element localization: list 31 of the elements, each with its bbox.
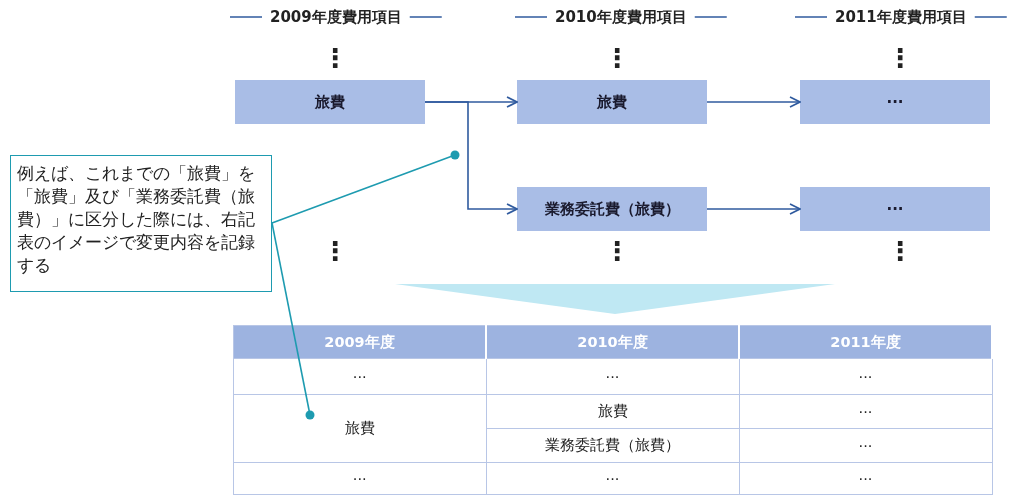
callout-box: 例えば、これまでの「旅費」を「旅費」及び「業務委託費（旅費）」に区分した際には、右記表のイメージで変更内容を記録する [10, 155, 272, 292]
arrow [706, 96, 801, 108]
table-cell: ··· [486, 358, 739, 395]
arrow [424, 101, 518, 215]
cost-item-box: ··· [800, 80, 990, 124]
table-cell: ··· [739, 462, 992, 495]
table-cell: 旅費 [486, 394, 739, 429]
cost-item-box: ··· [800, 187, 990, 231]
header-cell: 2009年度 [233, 325, 486, 359]
table-cell: ··· [486, 462, 739, 495]
vertical-ellipsis: ⋮ [887, 43, 913, 73]
cost-item-box: 旅費 [235, 80, 425, 124]
leader-line [271, 150, 460, 224]
cost-item-box: 旅費 [517, 80, 707, 124]
header-cell: 2011年度 [739, 325, 992, 359]
table-cell: ··· [739, 428, 992, 463]
vertical-ellipsis: ⋮ [322, 43, 348, 73]
arrow [706, 203, 801, 215]
table-cell: ··· [233, 358, 486, 395]
vertical-ellipsis: ⋮ [604, 236, 630, 266]
leader-line [271, 222, 315, 420]
table-cell: 業務委託費（旅費） [486, 428, 739, 463]
table-cell: ··· [233, 462, 486, 495]
table-cell: ··· [739, 394, 992, 429]
cost-item-box: 業務委託費（旅費） [517, 187, 707, 231]
table-cell: ··· [739, 358, 992, 395]
table-cell: 旅費 [233, 394, 486, 463]
vertical-ellipsis: ⋮ [604, 43, 630, 73]
header-cell: 2010年度 [486, 325, 739, 359]
vertical-ellipsis: ⋮ [887, 236, 913, 266]
vertical-ellipsis: ⋮ [322, 236, 348, 266]
